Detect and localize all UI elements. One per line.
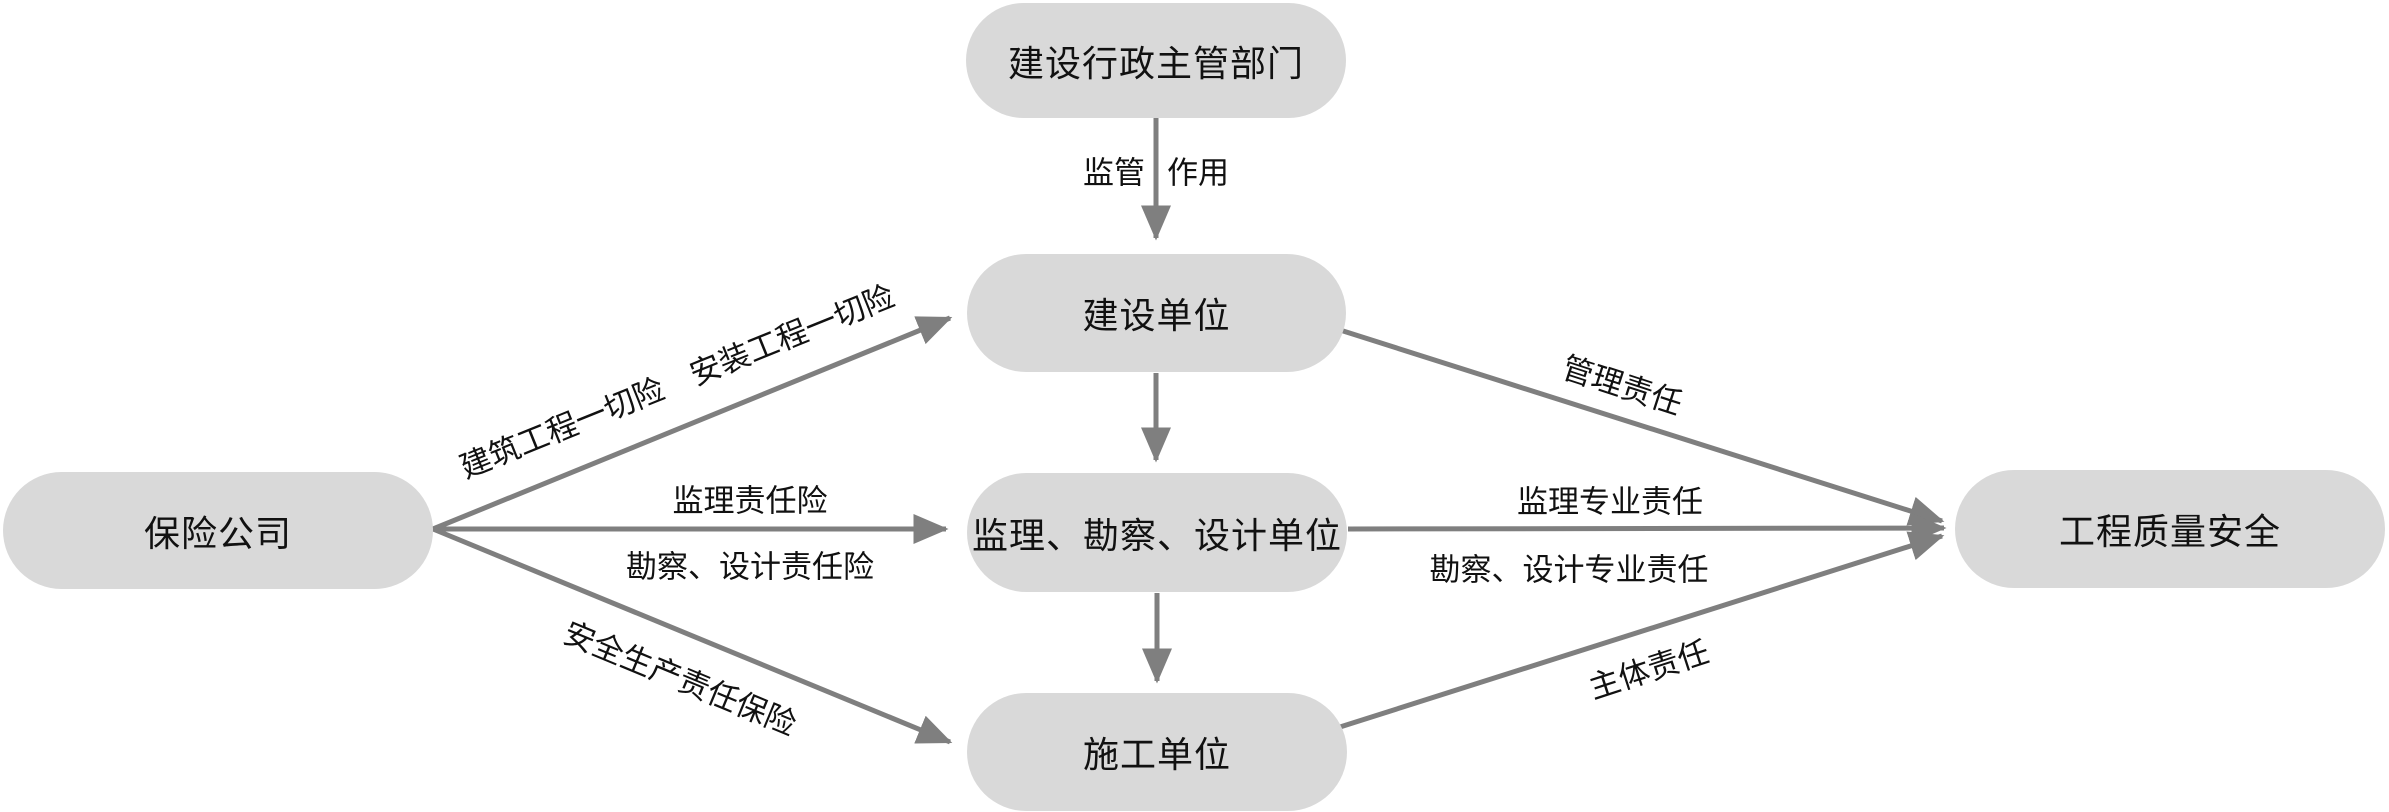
node-label: 工程质量安全 bbox=[2058, 512, 2281, 553]
node-label: 建设行政主管部门 bbox=[1007, 43, 1304, 85]
node-supervision-survey-design-unit: 监理、勘察、设计单位 bbox=[967, 473, 1347, 592]
arrow-constructor-to-quality bbox=[1339, 531, 1945, 730]
node-project-quality-safety: 工程质量安全 bbox=[1955, 470, 2385, 588]
node-label: 监理、勘察、设计单位 bbox=[971, 515, 1342, 557]
node-label: 保险公司 bbox=[143, 513, 292, 555]
node-label: 施工单位 bbox=[1082, 735, 1231, 776]
arrow-builder-to-quality bbox=[1339, 327, 1945, 526]
edge-label-supervision-liability: 监理责任险 bbox=[672, 483, 828, 520]
node-insurance-company: 保险公司 bbox=[3, 472, 433, 589]
arrow-insurance-to-builder bbox=[432, 315, 953, 532]
arrow-insurance-to-constructor bbox=[432, 526, 953, 745]
edge-label-regulate-effect: 监管 作用 bbox=[1083, 148, 1229, 193]
edge-label-survey-design-professional-duty: 勘察、设计专业责任 bbox=[1429, 552, 1709, 589]
edge-label-regulate: 监管 bbox=[1083, 155, 1145, 192]
edge-label-supervision-professional-duty: 监理专业责任 bbox=[1517, 484, 1703, 521]
edge-label-effect: 作用 bbox=[1167, 155, 1229, 192]
node-construction-admin-department: 建设行政主管部门 bbox=[966, 3, 1346, 118]
node-construction-unit: 建设单位 bbox=[967, 254, 1346, 372]
arrow-supervisor-to-quality bbox=[1347, 513, 1947, 544]
edge-label-survey-design-liability: 勘察、设计责任险 bbox=[626, 549, 874, 586]
node-label: 建设单位 bbox=[1082, 296, 1231, 337]
node-contractor-unit: 施工单位 bbox=[967, 693, 1347, 811]
